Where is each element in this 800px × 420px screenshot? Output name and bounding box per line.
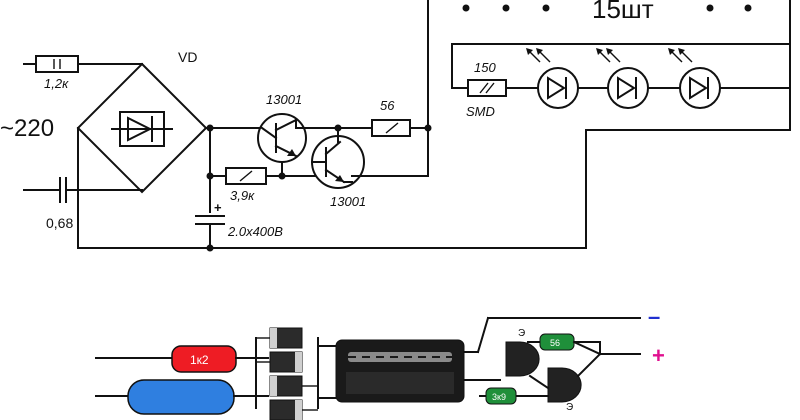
resistor-1k2 xyxy=(35,55,79,73)
board-transistor-2 xyxy=(547,367,582,403)
bridge-label: VD xyxy=(178,49,197,65)
board-resistor-3k9 xyxy=(485,387,517,405)
board-resistor-red: 1к2 xyxy=(171,345,237,373)
led-1 xyxy=(526,48,579,109)
diode-bridge xyxy=(76,62,208,194)
board-resistor-red-label: 1к2 xyxy=(190,353,209,367)
board-capacitor-electrolytic xyxy=(335,339,465,403)
board-diode-stack xyxy=(255,327,319,420)
transistor-2-label: 13001 xyxy=(330,194,366,209)
resistor-3k9-label: 3,9к xyxy=(230,188,255,203)
capacitor-polarity: + xyxy=(214,200,222,215)
emitter-mark-1: Э xyxy=(518,328,525,339)
resistor-1k2-label: 1,2к xyxy=(44,76,69,91)
emitter-mark-2: Э xyxy=(566,402,573,413)
transistor-2 xyxy=(311,127,429,189)
board-resistor-56-label: 56 xyxy=(550,338,560,348)
mains-voltage-label: ~220 xyxy=(0,115,54,142)
resistor-smd-label: SMD xyxy=(466,104,495,119)
board-resistor-3k9-label: 3к9 xyxy=(492,392,506,402)
transistor-1 xyxy=(257,113,307,177)
minus-terminal-label: – xyxy=(648,304,660,329)
assembly-drawing: 1к2 – xyxy=(95,304,665,420)
board-capacitor-blue xyxy=(127,379,235,415)
plus-terminal-label: + xyxy=(652,343,665,368)
resistor-150-label: 150 xyxy=(474,60,496,75)
led-count-label: 15шт xyxy=(592,0,654,24)
led-2 xyxy=(596,48,649,109)
board-transistor-1 xyxy=(505,341,540,377)
led-3 xyxy=(668,48,721,109)
resistor-150-smd xyxy=(467,79,507,97)
led-ellipsis-dots xyxy=(462,4,752,12)
capacitor-filter-label: 2.0x400B xyxy=(227,224,283,239)
resistor-56-label: 56 xyxy=(380,98,395,113)
capacitor-068-label: 0,68 xyxy=(46,215,73,231)
transistor-1-label: 13001 xyxy=(266,92,302,107)
schematic: 15шт 150 SMD xyxy=(0,0,791,252)
